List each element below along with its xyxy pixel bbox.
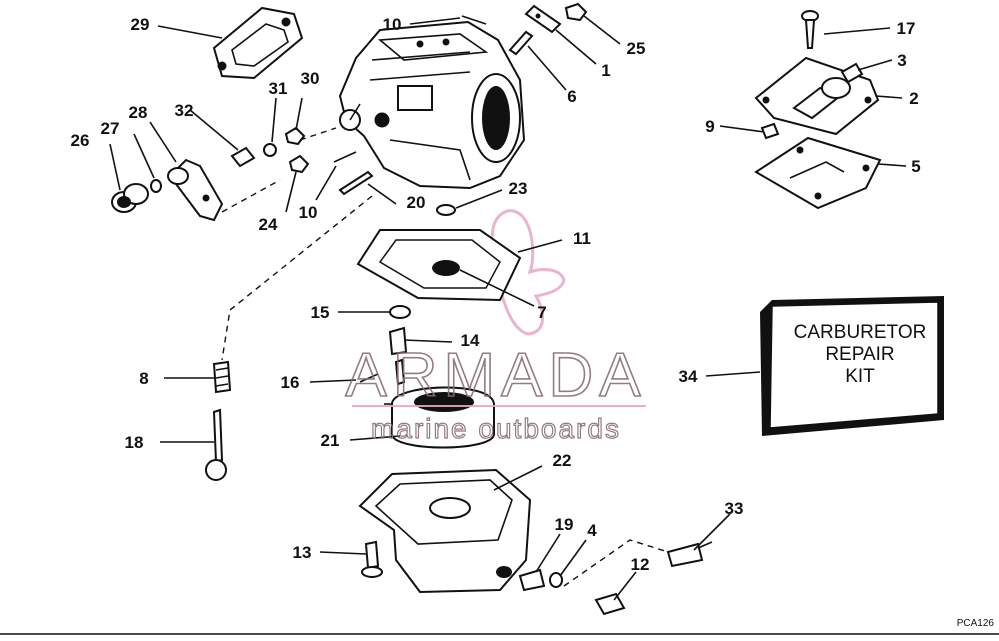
part-5-gasket [754, 136, 882, 210]
callout-labels: 29 10 1 25 6 17 3 2 9 5 32 31 30 28 27 2… [71, 15, 921, 574]
part-20-screw [338, 170, 374, 196]
part-11-float-bowl-gasket [356, 229, 522, 302]
dashed-line-fitting [563, 539, 669, 587]
callout-15: 15 [311, 303, 330, 322]
part-32-screw [230, 146, 256, 168]
watermark-tagline: marine outboards [371, 413, 621, 444]
callout-31: 31 [269, 79, 288, 98]
part-24-nut [288, 154, 310, 174]
callout-29: 29 [131, 15, 150, 34]
callout-32: 32 [175, 101, 194, 120]
part-19-jet [518, 568, 546, 592]
callout-17: 17 [897, 19, 916, 38]
callout-34: 34 [679, 367, 698, 386]
part-4-washer [549, 572, 563, 588]
part-34-repair-kit-box: CARBURETOR REPAIR KIT [760, 296, 944, 436]
callout-5: 5 [911, 157, 920, 176]
part-33-fitting [666, 541, 713, 568]
callout-20: 20 [407, 193, 426, 212]
part-23-plug [436, 204, 456, 216]
callout-10-top: 10 [383, 15, 402, 34]
part-12-plug [594, 592, 626, 616]
callout-12: 12 [631, 555, 650, 574]
callout-27: 27 [101, 119, 120, 138]
dashed-line-linkage [299, 127, 337, 141]
callout-18: 18 [125, 433, 144, 452]
part-15-washer [389, 305, 411, 319]
callout-21: 21 [321, 431, 340, 450]
watermark-brand: ARMADA [345, 341, 646, 410]
part-30-nut [284, 126, 306, 146]
leader-lines [109, 15, 907, 601]
armada-watermark: ARMADA marine outboards [345, 340, 646, 445]
part-10-pin-top [461, 15, 487, 25]
callout-16: 16 [281, 373, 300, 392]
part-8-spring [212, 360, 232, 394]
part-float-needle [394, 358, 406, 386]
part-10-pin-lower [333, 151, 357, 163]
part-17-screw [801, 10, 819, 49]
callout-14: 14 [461, 331, 480, 350]
callout-2: 2 [909, 89, 918, 108]
part-29-flange-gasket [212, 6, 304, 80]
callout-9: 9 [705, 117, 714, 136]
callout-26: 26 [71, 131, 90, 150]
dashed-line-needle [221, 195, 373, 361]
part-31-washer [263, 143, 277, 157]
figure-code: PCA126 [957, 618, 995, 629]
callout-30: 30 [301, 69, 320, 88]
callout-28: 28 [129, 103, 148, 122]
callout-24: 24 [259, 215, 278, 234]
part-1-bracket [524, 4, 562, 34]
part-18-mixture-screw [205, 408, 227, 481]
callout-4: 4 [587, 521, 597, 540]
callout-19: 19 [555, 515, 574, 534]
callout-1: 1 [601, 61, 610, 80]
part-16-pin [359, 373, 379, 383]
kit-label-line3: KIT [845, 366, 875, 387]
part-carburetor-body [338, 20, 526, 190]
part-9-plug [760, 122, 780, 140]
callout-7: 7 [537, 303, 546, 322]
callout-3: 3 [897, 51, 906, 70]
part-25-nut [564, 2, 588, 22]
callout-11: 11 [573, 229, 591, 248]
kit-label-line1: CARBURETOR [794, 322, 927, 343]
part-14-needle-seat [388, 326, 408, 356]
part-13-screw [361, 540, 383, 578]
callout-13: 13 [293, 543, 312, 562]
part-2-cover [754, 56, 880, 136]
kit-label-line2: REPAIR [825, 344, 894, 365]
part-27-oring [150, 179, 162, 193]
callout-23: 23 [509, 179, 528, 198]
callout-6: 6 [567, 87, 576, 106]
callout-22: 22 [553, 451, 572, 470]
callout-10-lower: 10 [299, 203, 318, 222]
part-22-float-bowl [358, 468, 532, 594]
part-6-screw [508, 30, 534, 56]
callout-33: 33 [725, 499, 744, 518]
part-26-sleeve [111, 183, 149, 213]
callout-25: 25 [627, 39, 646, 58]
callout-8: 8 [139, 369, 148, 388]
part-28-lever [167, 158, 224, 222]
dashed-line-lever [221, 179, 281, 213]
